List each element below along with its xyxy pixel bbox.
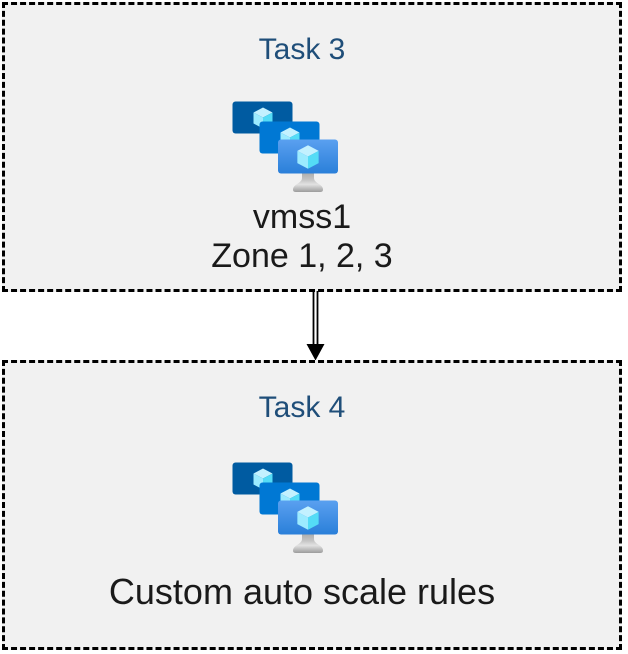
vmss-name-label: vmss1 bbox=[252, 198, 352, 236]
task3-box: Task 3 vmss1 Zone 1, 2, 3 bbox=[2, 2, 622, 292]
vm-scale-sets-icon bbox=[232, 101, 338, 193]
task4-caption: Custom auto scale rules bbox=[0, 570, 609, 614]
vm-scale-sets-icon bbox=[232, 462, 338, 554]
task3-caption: vmss1 Zone 1, 2, 3 bbox=[0, 198, 609, 276]
zones-label: Zone 1, 2, 3 bbox=[211, 237, 393, 275]
down-arrow-connector bbox=[306, 291, 325, 361]
task4-title: Task 4 bbox=[258, 391, 346, 424]
task3-title: Task 3 bbox=[258, 33, 346, 66]
task4-box: Task 4 Custom auto scale rules bbox=[2, 360, 622, 650]
arrowhead bbox=[306, 344, 325, 361]
autoscale-rules-label: Custom auto scale rules bbox=[108, 571, 496, 612]
